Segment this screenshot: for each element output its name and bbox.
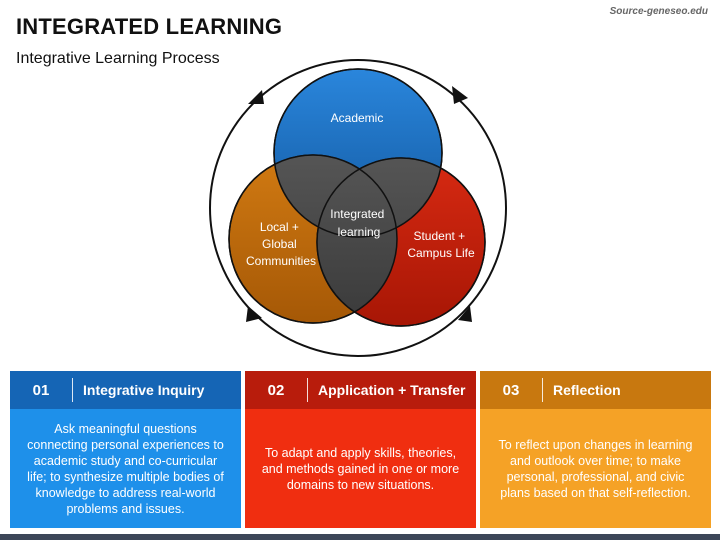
- cycle-ring: [209, 59, 507, 357]
- card-header: 03 Reflection: [480, 371, 711, 409]
- cycle-arrow-icon: [452, 86, 468, 104]
- card-title: Application + Transfer: [318, 382, 466, 398]
- source-credit: Source-geneseo.edu: [609, 6, 708, 17]
- card-divider: [542, 378, 543, 402]
- card-title: Reflection: [553, 382, 621, 398]
- card-number: 01: [32, 381, 50, 399]
- card-number: 03: [502, 381, 520, 399]
- center-label: Integrated learning: [330, 207, 387, 239]
- page-subtitle: Integrative Learning Process: [16, 50, 220, 67]
- venn-diagram: Academic Integrated learning Local + Glo…: [209, 59, 507, 357]
- footer-bar: [0, 534, 720, 540]
- card-divider: [307, 378, 308, 402]
- center-overlap: [274, 155, 442, 323]
- card-body: To reflect upon changes in learning and …: [480, 409, 711, 528]
- academic-label: Academic: [331, 111, 384, 125]
- card-title: Integrative Inquiry: [83, 382, 205, 398]
- card-header: 02 Application + Transfer: [245, 371, 476, 409]
- card-divider: [72, 378, 73, 402]
- student-campus-label: Student + Campus Life: [407, 229, 475, 260]
- page-title: INTEGRATED LEARNING: [16, 14, 283, 39]
- card-body: Ask meaningful questions connecting pers…: [10, 409, 241, 528]
- card-header: 01 Integrative Inquiry: [10, 371, 241, 409]
- card-number: 02: [267, 381, 285, 399]
- cycle-arrow-icon: [458, 306, 472, 322]
- cycle-arrow-icon: [248, 90, 264, 104]
- card-application-transfer: 02 Application + Transfer To adapt and a…: [245, 371, 476, 528]
- local-global-label: Local + Global Communities: [246, 220, 316, 268]
- card-body: To adapt and apply skills, theories, and…: [245, 409, 476, 528]
- card-integrative-inquiry: 01 Integrative Inquiry Ask meaningful qu…: [10, 371, 241, 528]
- card-reflection: 03 Reflection To reflect upon changes in…: [480, 371, 711, 528]
- cycle-arrow-icon: [246, 306, 262, 322]
